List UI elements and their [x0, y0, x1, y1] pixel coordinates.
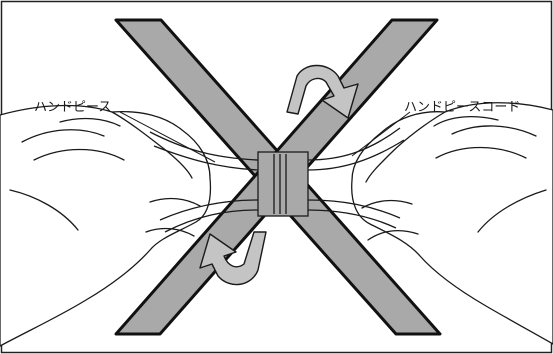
handpiece-body	[258, 152, 308, 216]
label-handpiece-cord: ハンドピースコード	[404, 100, 520, 115]
label-handpiece: ハンドピース	[34, 100, 111, 115]
